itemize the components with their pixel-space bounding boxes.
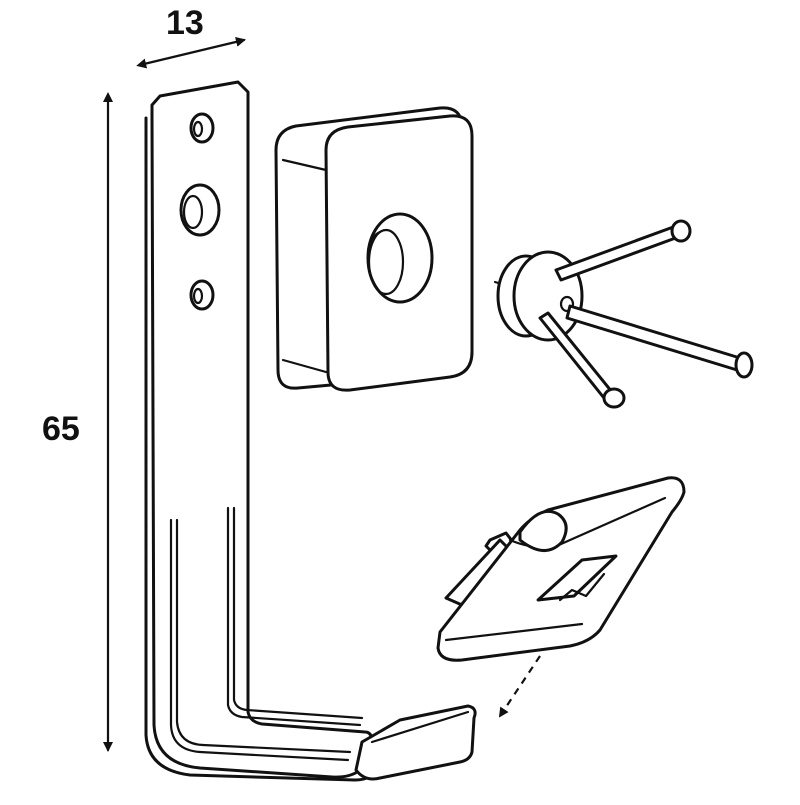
top-screw-hole	[189, 112, 215, 144]
bottom-screw-hole	[189, 279, 215, 311]
hook-bracket	[144, 80, 477, 782]
assembly-direction-arrow	[498, 655, 541, 718]
cap-logo-mark	[536, 554, 618, 602]
anchor-plug-with-pins	[493, 219, 754, 409]
center-mount-hole	[179, 183, 221, 237]
spacer-center-hole	[366, 212, 434, 304]
height-dimension-label: 65	[42, 410, 80, 448]
pin-upper	[554, 219, 692, 282]
pin-lower	[538, 311, 626, 409]
width-dimension-arrow	[136, 37, 246, 69]
hook-cap-piece	[436, 476, 686, 662]
pin-right	[565, 304, 754, 379]
width-dimension-label: 13	[166, 4, 204, 42]
square-spacer-block	[274, 106, 474, 392]
